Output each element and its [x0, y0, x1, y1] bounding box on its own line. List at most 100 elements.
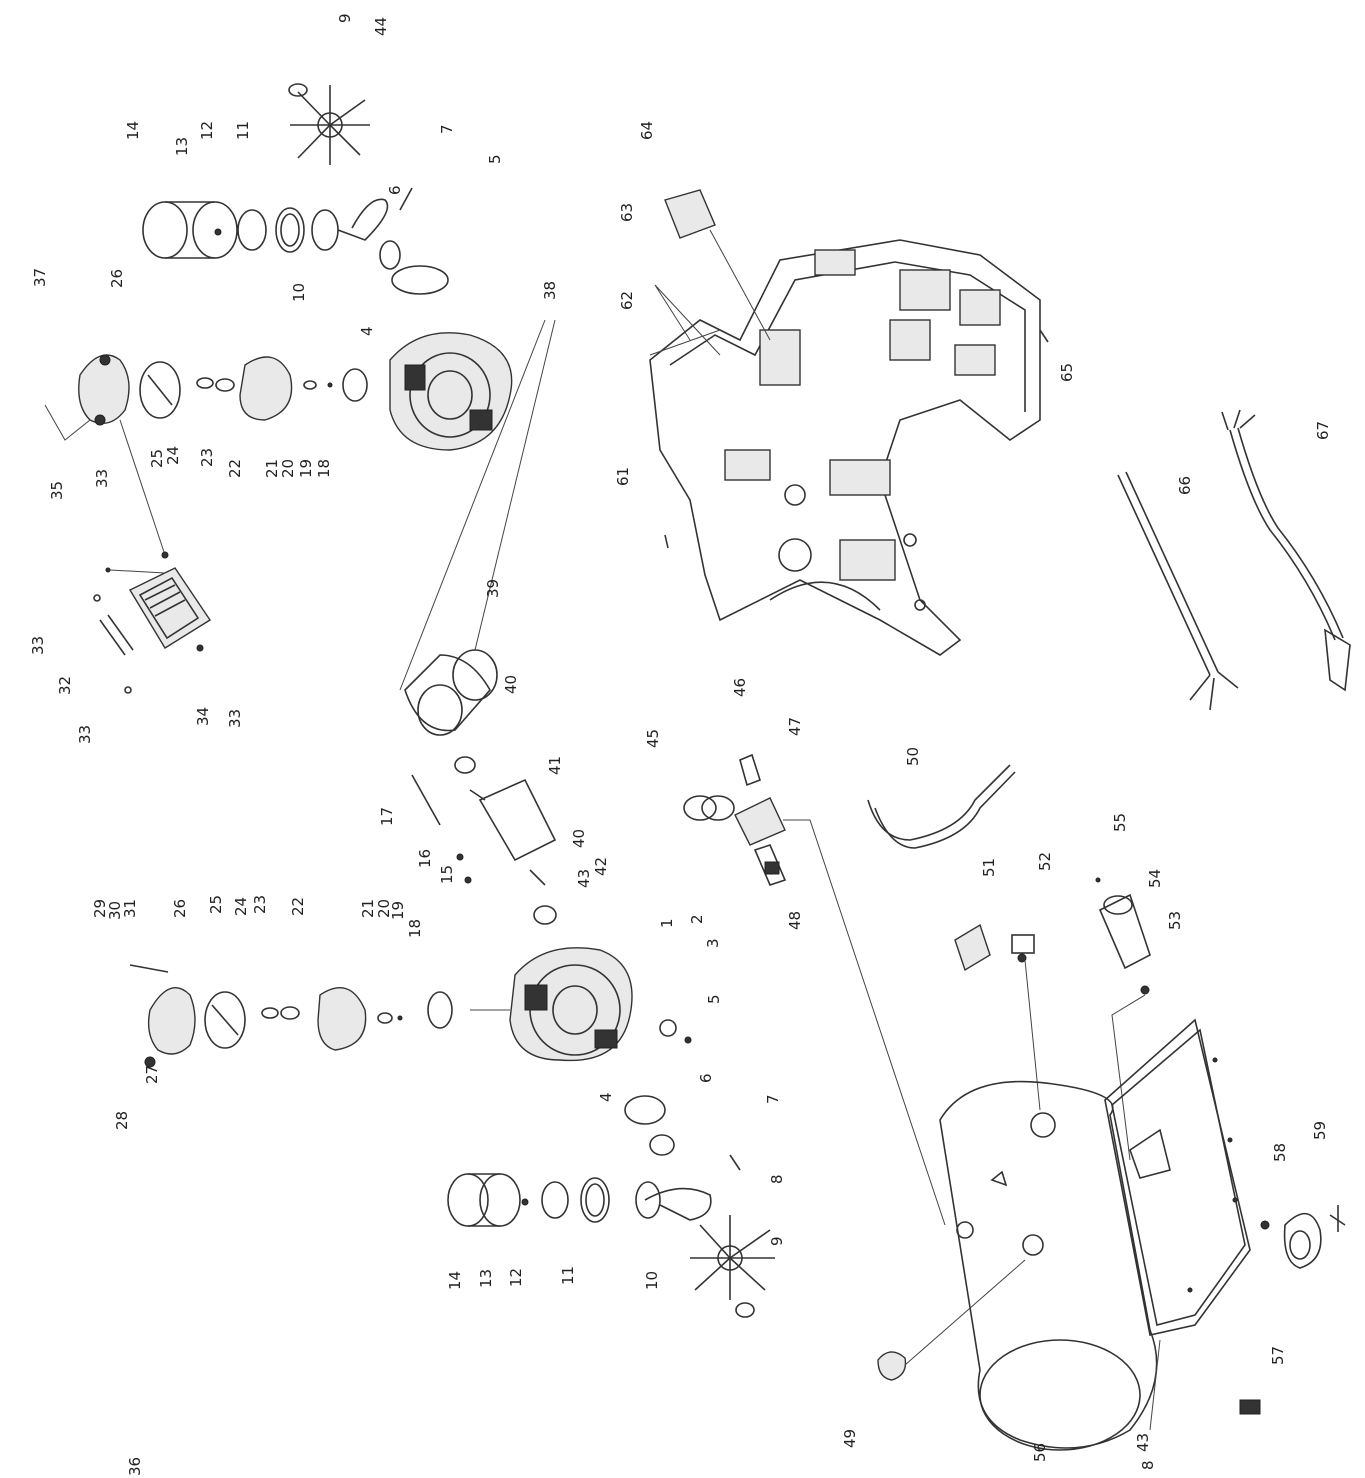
part-label: 23: [251, 895, 269, 914]
cord-67: [1221, 409, 1351, 692]
screw-61: [664, 534, 669, 549]
part-label: 34: [194, 707, 212, 726]
part-label: 7: [438, 124, 456, 134]
piston-plate-upper: [237, 209, 267, 251]
part-label: 5: [705, 994, 723, 1004]
bearing-40a: [454, 756, 476, 774]
part-label: 25: [148, 449, 166, 468]
part-label: 59: [1311, 1121, 1329, 1140]
part-label: 12: [507, 1268, 525, 1287]
part-label: 37: [31, 268, 49, 287]
part-label: 44: [372, 17, 390, 36]
part-label: 53: [1166, 911, 1184, 930]
gasket-small-upper: [196, 377, 214, 389]
valve-plate-upper: [239, 356, 293, 421]
bearing-lower: [649, 1134, 675, 1156]
gasket-small-lower: [261, 1007, 279, 1019]
part-label: 17: [378, 807, 396, 826]
part-label: 26: [108, 269, 126, 288]
part-label: 24: [232, 897, 250, 916]
piston-lower: [635, 1181, 661, 1219]
part-label: 21: [359, 899, 377, 918]
part-label: 47: [786, 717, 804, 736]
part-label: 6: [697, 1073, 715, 1083]
part-label: 40: [570, 829, 588, 848]
eccentric-lower: [624, 1095, 666, 1125]
part-label: 27: [143, 1065, 161, 1084]
part-label: 33: [29, 636, 47, 655]
housing-upper: [389, 332, 513, 451]
part-label: 33: [76, 725, 94, 744]
part-label: 40: [502, 675, 520, 694]
foot-57: [1239, 1399, 1261, 1415]
drain-valve-49: [877, 1351, 907, 1381]
ring-lower: [580, 1177, 610, 1223]
part-label: 4: [358, 326, 376, 336]
part-label: 11: [234, 121, 252, 140]
ring-inner-upper: [280, 213, 300, 247]
conrod-upper: [337, 198, 389, 241]
fan-upper: [290, 85, 370, 165]
part-label: 33: [93, 469, 111, 488]
head-upper: [78, 354, 130, 426]
part-label: 62: [618, 291, 636, 310]
part-label: 13: [173, 137, 191, 156]
part-label: 6: [386, 185, 404, 195]
part-label: 58: [1271, 1143, 1289, 1162]
reed-lower: [280, 1006, 300, 1020]
part-label: 1: [658, 918, 676, 928]
part-label: 12: [198, 121, 216, 140]
oring-lower: [427, 991, 453, 1029]
part-label: 30: [106, 901, 124, 920]
part-label: 9: [768, 1236, 786, 1246]
part-label: 66: [1176, 476, 1194, 495]
bolt-17: [411, 774, 441, 826]
motor-stator: [404, 649, 498, 736]
piston-upper: [311, 209, 339, 251]
hose: [867, 764, 1011, 841]
part-label: 43: [1134, 1433, 1152, 1452]
safety-valve-52: [1011, 934, 1035, 963]
part-label: 65: [1058, 363, 1076, 382]
part-label: 32: [56, 676, 74, 695]
part-label: 14: [124, 121, 142, 140]
part-label: 33: [226, 709, 244, 728]
part-label: 15: [438, 865, 456, 884]
part-label: 19: [297, 459, 315, 478]
wheel-59: [1283, 1212, 1322, 1269]
valve-plate-lower: [317, 987, 367, 1051]
part-label: 48: [786, 911, 804, 930]
part-label: 5: [486, 154, 504, 164]
part-label: 35: [48, 481, 66, 500]
part-label: 4: [597, 1092, 615, 1102]
part-label: 45: [644, 729, 662, 748]
part-label: 39: [484, 579, 502, 598]
fan-lower: [690, 1215, 775, 1300]
part-label: 18: [406, 919, 424, 938]
shroud: [649, 239, 1041, 656]
part-label: 8: [768, 1174, 786, 1184]
part-label: 61: [614, 467, 632, 486]
valve-upper: [303, 380, 317, 390]
part-label: 50: [904, 747, 922, 766]
part-label: 55: [1111, 813, 1129, 832]
fittings: [683, 753, 787, 886]
bearing-40b: [533, 905, 557, 925]
ring-inner-lower: [585, 1183, 605, 1217]
tube-32: [99, 614, 134, 656]
gasket-lower: [204, 991, 246, 1049]
part-label: 49: [841, 1429, 859, 1448]
part-label: 23: [198, 448, 216, 467]
part-label: 22: [289, 897, 307, 916]
upper-cylinder-assembly: [44, 83, 513, 556]
sleeve-lower: [447, 1173, 521, 1227]
part-label: 38: [541, 281, 559, 300]
part-label: 43: [575, 869, 593, 888]
capacitor-54: [1098, 893, 1151, 995]
sleeve-upper: [142, 201, 238, 259]
part-label: 28: [113, 1111, 131, 1130]
part-label: 54: [1146, 869, 1164, 888]
part-label: 67: [1314, 421, 1332, 440]
